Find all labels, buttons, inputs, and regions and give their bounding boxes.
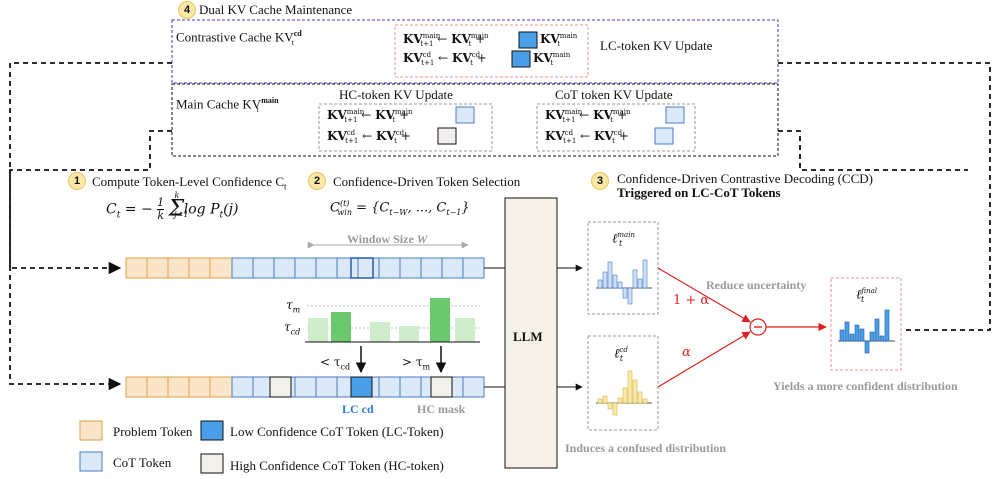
less-than-tau-cd: < τcd (320, 355, 351, 372)
hc-update-eq-1: KVmaint+1 ← KVmaint + (327, 108, 413, 125)
step-1-badge: 1 (68, 172, 86, 190)
lc-update-title: LC-token KV Update (600, 38, 713, 53)
cot-update-eq-2: KVcdt+1 ← KVcdt + (545, 129, 629, 146)
lc-update-eq-1: KVmaint+1 ← KVmaint + (403, 32, 489, 49)
main-logits-label: ℓmaint (612, 231, 635, 248)
lc-update-eq-2-tail: KVmaint (533, 51, 571, 68)
step-1-title: Compute Token-Level Confidence Ct (92, 174, 287, 192)
llm-box (504, 197, 558, 469)
cot-update-title: CoT token KV Update (555, 87, 673, 102)
lc-update-box (394, 24, 589, 78)
final-logits-bars (838, 309, 895, 354)
contrastive-cache-label: Contrastive Cache KVcdt (176, 29, 302, 47)
cd-logits-label: ℓcdt (614, 346, 628, 363)
cd-logits-box (587, 335, 659, 431)
greater-than-tau-m: > τm (402, 355, 431, 372)
main-cache-label: Main Cache KVmaint (176, 96, 279, 114)
confused-distribution-label: Induces a confused distribution (565, 441, 727, 455)
window-size-label: Window Size W (347, 232, 428, 246)
hc-update-box (318, 103, 493, 152)
step-3-badge: 3 (591, 172, 609, 190)
bottom-sequence (125, 376, 485, 398)
confident-distribution-label: Yields a more confident distribution (773, 379, 958, 393)
hc-update-title: HC-token KV Update (339, 87, 453, 102)
dual-cache-title: Dual KV Cache Maintenance (199, 2, 353, 17)
legend-problem-token: Problem Token (113, 424, 193, 439)
loop-mid-left (9, 130, 172, 391)
loop-top-left (9, 62, 172, 275)
contrastive-cache-box (171, 19, 779, 84)
hc-mask-label: HC mask (417, 402, 466, 416)
lc-cd-label: LC cd (342, 402, 374, 416)
cd-logits-bars (596, 370, 652, 416)
final-logits-box (830, 277, 902, 371)
confidence-bars (305, 298, 480, 343)
top-sequence (125, 257, 485, 279)
cot-update-eq-1: KVmaint+1 ← KVmaint + (545, 108, 631, 125)
step-3-subtitle: Triggered on LC-CoT Tokens (617, 185, 781, 200)
step-3-title: Confidence-Driven Contrastive Decoding (… (617, 171, 873, 186)
cot-update-box (536, 103, 696, 152)
reduce-uncertainty-label: Reduce uncertainty (706, 278, 807, 292)
main-logits-bars (596, 259, 652, 305)
step-2-title: Confidence-Driven Token Selection (333, 174, 521, 189)
step-2-badge: 2 (308, 172, 326, 190)
main-cache-box (171, 83, 779, 157)
loop-right (778, 62, 991, 331)
tau-m-label: τm (286, 298, 301, 315)
cd-weight-label: α (682, 345, 691, 360)
main-weight-label: 1 + α (673, 293, 710, 308)
lc-update-eq-1-tail: KVmaint (540, 32, 578, 49)
legend-lc-token: Low Confidence CoT Token (LC-Token) (230, 424, 444, 439)
legend-cot-token: CoT Token (113, 455, 172, 470)
tau-cd-label: τcd (284, 320, 301, 337)
legend-hc-token: High Confidence CoT Token (HC-token) (230, 458, 444, 473)
hc-update-eq-2: KVcdt+1 ← KVcdt + (327, 129, 411, 146)
llm-label: LLM (513, 329, 543, 344)
step-4-badge: 4 (178, 1, 196, 19)
lc-update-eq-2: KVcdt+1 ← KVcdt + (403, 51, 487, 68)
loop-right-mid (778, 130, 968, 171)
final-logits-label: ℓfinalt (856, 287, 878, 304)
window-formula: C(t)win = {Ct−W, ..., Ct−1} (330, 199, 470, 217)
